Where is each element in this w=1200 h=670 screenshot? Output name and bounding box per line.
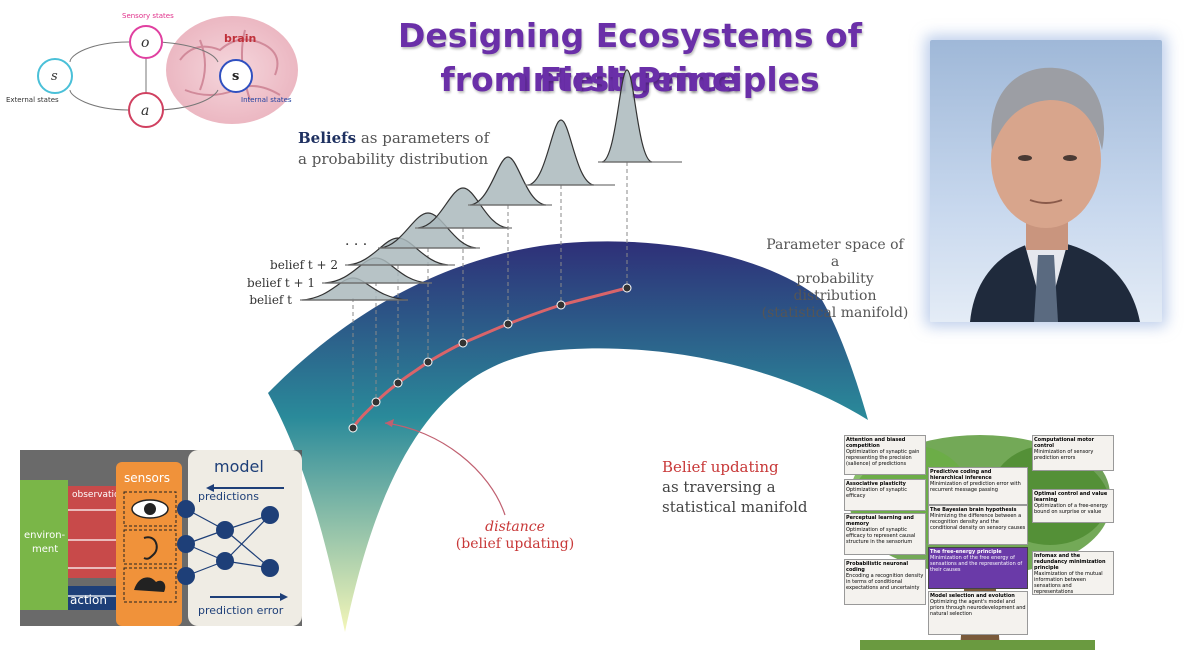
belief-updating-title: Belief updating (662, 458, 779, 476)
brain-label: brain (224, 32, 256, 45)
sensor-model-panel: environ- ment observation action sensors… (20, 450, 302, 626)
tree-box-desc: Optimizing the agent's model and priors … (930, 599, 1026, 617)
node-o-label: o (141, 35, 149, 51)
tree-box-free-energy: The free-energy principle Minimization o… (928, 547, 1028, 589)
markov-blanket-diagram: Sensory states brain External states Int… (6, 12, 298, 128)
tree-box-title: Model selection and evolution (930, 593, 1015, 599)
prediction-error-label: prediction error (198, 604, 284, 617)
tree-box-title: Optimal control and value learning (1034, 491, 1108, 503)
tree-box-desc: Optimization of synaptic gain representi… (846, 449, 920, 467)
parameter-space-line-1: Parameter space of a (766, 237, 904, 270)
belief-t2-label: belief t + 2 (270, 258, 338, 272)
belief-updating-line-3: statistical manifold (662, 498, 808, 516)
tree-box-title: Associative plasticity (846, 481, 906, 487)
tree-box-desc: Maximization of the mutual information b… (1034, 571, 1103, 595)
tree-box-title: Predictive coding and hierarchical infer… (930, 469, 992, 481)
node-a-label: a (141, 103, 149, 119)
tree-box-motor: Computational motor control Minimization… (1032, 435, 1114, 471)
parameter-space-caption: Parameter space of a probability distrib… (760, 237, 910, 322)
distance-sublabel: (belief updating) (455, 536, 575, 552)
internal-states-label: Internal states (241, 96, 292, 104)
active-state-node (128, 92, 164, 128)
beliefs-caption: Beliefs as parameters of a probability d… (298, 128, 489, 170)
distance-label: distance (485, 519, 545, 535)
tree-box-optimal: Optimal control and value learning Optim… (1032, 489, 1114, 523)
environment-label-2: ment (32, 544, 58, 555)
belief-curve-t2 (347, 237, 449, 266)
external-states-label: External states (6, 96, 59, 104)
tree-box-perceptual: Perceptual learning and memory Optimizat… (844, 513, 926, 555)
belief-distributions (300, 69, 682, 301)
belief-ellipsis: · · · (345, 237, 367, 253)
tree-box-title: Attention and biased competition (846, 437, 906, 449)
belief-t1-label: belief t + 1 (247, 276, 315, 290)
tree-box-title: The free-energy principle (930, 549, 1002, 555)
sensors-block (116, 462, 182, 626)
tree-box-title: Infomax and the redundancy minimization … (1034, 553, 1106, 571)
observation-label: observation (72, 490, 125, 500)
tree-box-infomax: Infomax and the redundancy minimization … (1032, 551, 1114, 595)
network-nodes (177, 500, 279, 585)
principles-tree: Attention and biased competition Optimiz… (840, 435, 1115, 650)
tree-box-desc: Optimization of a free-energy bound on s… (1034, 503, 1108, 515)
tree-box-title: Computational motor control (1034, 437, 1095, 449)
distance-caption: distance (belief updating) (455, 519, 575, 553)
beliefs-bold: Beliefs (298, 129, 357, 147)
manifold-surface (268, 241, 868, 632)
beliefs-caption-2: a probability distribution (298, 150, 489, 168)
tree-box-title: Probabilistic neuronal coding (846, 561, 909, 573)
tree-box-desc: Minimizing the difference between a reco… (930, 513, 1026, 531)
tree-box-title: Perceptual learning and memory (846, 515, 914, 527)
tree-box-desc: Minimization of the free energy of sensa… (930, 555, 1023, 573)
action-block (68, 586, 116, 610)
tree-box-title: The Bayesian brain hypothesis (930, 507, 1017, 513)
tree-box-associative: Associative plasticity Optimization of s… (844, 479, 926, 511)
action-label: action (70, 593, 107, 607)
belief-updating-line-2: as traversing a (662, 478, 776, 496)
belief-t-label: belief t (249, 293, 292, 307)
observation-block (68, 486, 116, 578)
tree-box-probabilistic: Probabilistic neuronal coding Encoding a… (844, 559, 926, 605)
tree-box-attention: Attention and biased competition Optimiz… (844, 435, 926, 475)
belief-points (348, 283, 632, 433)
beliefs-caption-1: as parameters of (360, 129, 490, 147)
eye-icon (131, 499, 169, 519)
parameter-space-line-3: (statistical manifold) (761, 305, 909, 321)
tree-box-desc: Encoding a recognition density in terms … (846, 573, 924, 591)
sensory-state-node (129, 25, 163, 59)
distance-arrow (384, 422, 506, 516)
sensors-label: sensors (124, 471, 170, 485)
arm-icon (134, 577, 166, 592)
internal-state-node (219, 59, 253, 93)
portrait-photo (930, 40, 1162, 322)
node-s-right-label: s (232, 69, 239, 84)
tree-box-desc: Optimization of synaptic efficacy (846, 487, 908, 499)
parameter-space-line-2: probability distribution (793, 271, 877, 304)
tree-box-desc: Minimization of prediction error with re… (930, 481, 1021, 493)
external-state-node (37, 58, 73, 94)
tree-box-model-selection: Model selection and evolution Optimizing… (928, 591, 1028, 635)
predictions-label: predictions (198, 490, 259, 503)
node-s-left-label: s (51, 69, 58, 84)
tree-box-bayesian: The Bayesian brain hypothesis Minimizing… (928, 505, 1028, 545)
sensory-states-label: Sensory states (122, 12, 174, 20)
tree-box-desc: Minimization of sensory prediction error… (1034, 449, 1094, 461)
tree-box-predictive: Predictive coding and hierarchical infer… (928, 467, 1028, 505)
model-label: model (214, 457, 264, 476)
tree-box-desc: Optimization of synaptic efficacy to rep… (846, 527, 916, 545)
ear-icon (143, 536, 158, 560)
environment-block (20, 480, 68, 610)
environment-label-1: environ- (24, 530, 66, 541)
belief-updating-caption: Belief updating as traversing a statisti… (662, 457, 808, 517)
projection-lines (352, 162, 628, 428)
portrait-illustration (970, 67, 1140, 322)
